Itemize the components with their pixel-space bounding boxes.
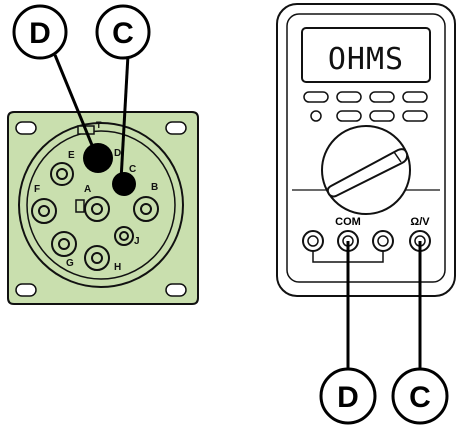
pin-D-probed <box>83 143 113 173</box>
connector-center-key <box>75 199 85 213</box>
pin-H <box>84 245 110 271</box>
pin-label-B: B <box>151 182 158 193</box>
meter-button-6 <box>369 110 395 122</box>
rotary-dial-pointer-mark <box>393 151 402 163</box>
pin-label-G: G <box>66 258 74 269</box>
mount-slot-bottom-left <box>15 283 37 297</box>
connector-assembly: T <box>7 111 199 305</box>
mount-slot-top-right <box>165 121 187 135</box>
callout-d-connector: D <box>12 4 68 60</box>
meter-display-text: OHMS <box>328 42 404 77</box>
callout-c-meter: C <box>391 367 449 425</box>
pin-A <box>84 196 110 222</box>
pin-J <box>114 226 134 246</box>
pin-C-probed <box>112 172 136 196</box>
mount-slot-bottom-right <box>165 283 187 297</box>
pin-label-D: D <box>114 148 121 159</box>
meter-button-7 <box>402 110 428 122</box>
leader-line-d-connector <box>53 54 96 151</box>
callout-d-meter: D <box>319 367 377 425</box>
jack-label-com: COM <box>335 216 361 228</box>
meter-button-5 <box>336 110 362 122</box>
pin-label-J: J <box>134 236 140 247</box>
jack-label-ohm-v: Ω/V <box>410 216 430 228</box>
meter-button-4 <box>402 91 428 103</box>
svg-text:D: D <box>29 17 51 50</box>
svg-text:C: C <box>409 381 431 414</box>
key-letter-label: T <box>96 120 102 130</box>
pin-label-E: E <box>68 150 75 161</box>
pin-label-F: F <box>34 184 40 195</box>
leader-line-c-connector <box>119 54 130 181</box>
pin-F <box>31 198 57 224</box>
svg-text:C: C <box>112 17 134 50</box>
pin-label-A: A <box>84 184 91 195</box>
meter-display <box>301 27 431 83</box>
pin-label-C: C <box>129 164 136 175</box>
pin-label-H: H <box>114 262 121 273</box>
pin-E <box>50 162 74 186</box>
pin-G <box>51 231 77 257</box>
meter-button-2 <box>336 91 362 103</box>
pin-B <box>133 196 159 222</box>
meter-indicator-dot <box>310 110 322 122</box>
jack-1 <box>302 230 324 252</box>
svg-text:D: D <box>337 381 359 414</box>
multimeter: OHMS COM Ω/V <box>276 3 456 297</box>
meter-button-1 <box>303 91 329 103</box>
meter-button-3 <box>369 91 395 103</box>
rotary-dial-pointer <box>326 148 409 198</box>
jack-3 <box>372 230 394 252</box>
mount-slot-top-left <box>15 121 37 135</box>
callout-c-connector: C <box>95 4 151 60</box>
